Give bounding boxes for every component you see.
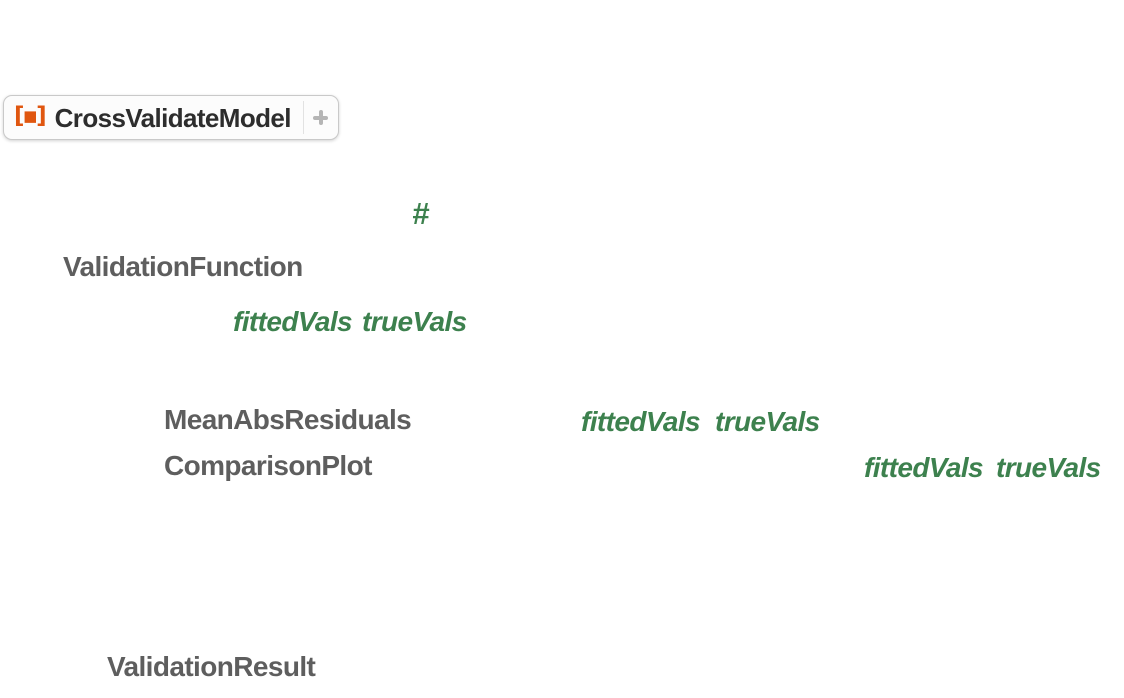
pattern-true-vals: trueVals bbox=[715, 406, 820, 437]
key-comparison-plot: ComparisonPlot bbox=[164, 450, 372, 481]
resource-function-badge[interactable]: [▪] CrossValidateModel bbox=[3, 95, 339, 140]
resource-function-icon: [▪] bbox=[14, 103, 47, 129]
pattern-fitted-vals: fittedVals bbox=[233, 306, 353, 337]
option-validation-function: ValidationFunction bbox=[63, 251, 303, 282]
resource-function-name: CrossValidateModel bbox=[54, 102, 292, 133]
badge-expand-button[interactable] bbox=[304, 96, 338, 139]
insert-plus-icon bbox=[313, 110, 329, 125]
pattern-fitted-vals: fittedVals bbox=[864, 452, 984, 483]
key-mean-abs-residuals: MeanAbsResiduals bbox=[164, 404, 412, 435]
string-validation-result: ValidationResult bbox=[107, 651, 316, 682]
badge-divider bbox=[302, 101, 304, 134]
pattern-true-vals: trueVals bbox=[362, 306, 467, 337]
slot-symbol: # bbox=[412, 196, 430, 231]
pattern-true-vals: trueVals bbox=[996, 452, 1101, 483]
pattern-fitted-vals: fittedVals bbox=[581, 406, 701, 437]
